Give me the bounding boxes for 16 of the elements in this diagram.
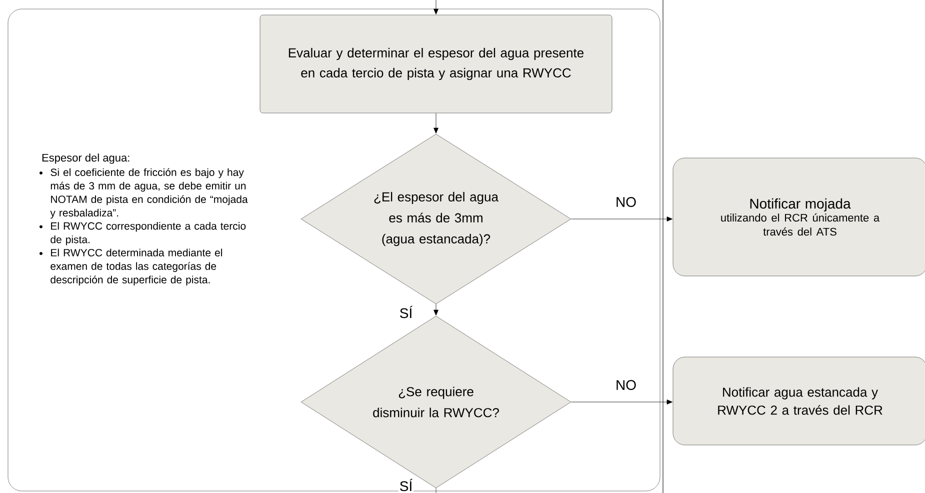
bullet-item: El RWYCC determinada mediante el examen de todas las categorías de descripción de superficie de pista. xyxy=(40,248,222,286)
result-box: Notificar agua estancada y RWYCC 2 a través del RCR xyxy=(672,356,925,446)
note-heading: Espesor del agua: xyxy=(42,154,130,164)
panel-frame xyxy=(8,8,660,492)
process-box: Evaluar y determinar el espesor del agua presente en cada tercio de pista y asignar una RWYCC xyxy=(260,14,612,114)
edge-label: SÍ xyxy=(398,478,414,492)
arrow xyxy=(434,0,438,14)
arrow xyxy=(434,113,438,134)
bullet-item: El RWYCC correspondiente a cada tercio de pista. xyxy=(40,222,246,246)
arrow xyxy=(571,400,672,404)
result-box: Notificar mojada utilizando el RCR únicamente a través del ATS xyxy=(672,158,925,276)
bullet-item: Si el coeficiente de fricción es bajo y hay más de 3 mm de agua, se debe emitir un NOTAM de pista en condición de “mojada y resbaladiza”. xyxy=(40,168,248,219)
edge-label: NO xyxy=(614,379,638,391)
arrow xyxy=(571,216,672,222)
edge-label: NO xyxy=(614,196,638,208)
arrow xyxy=(434,304,438,316)
